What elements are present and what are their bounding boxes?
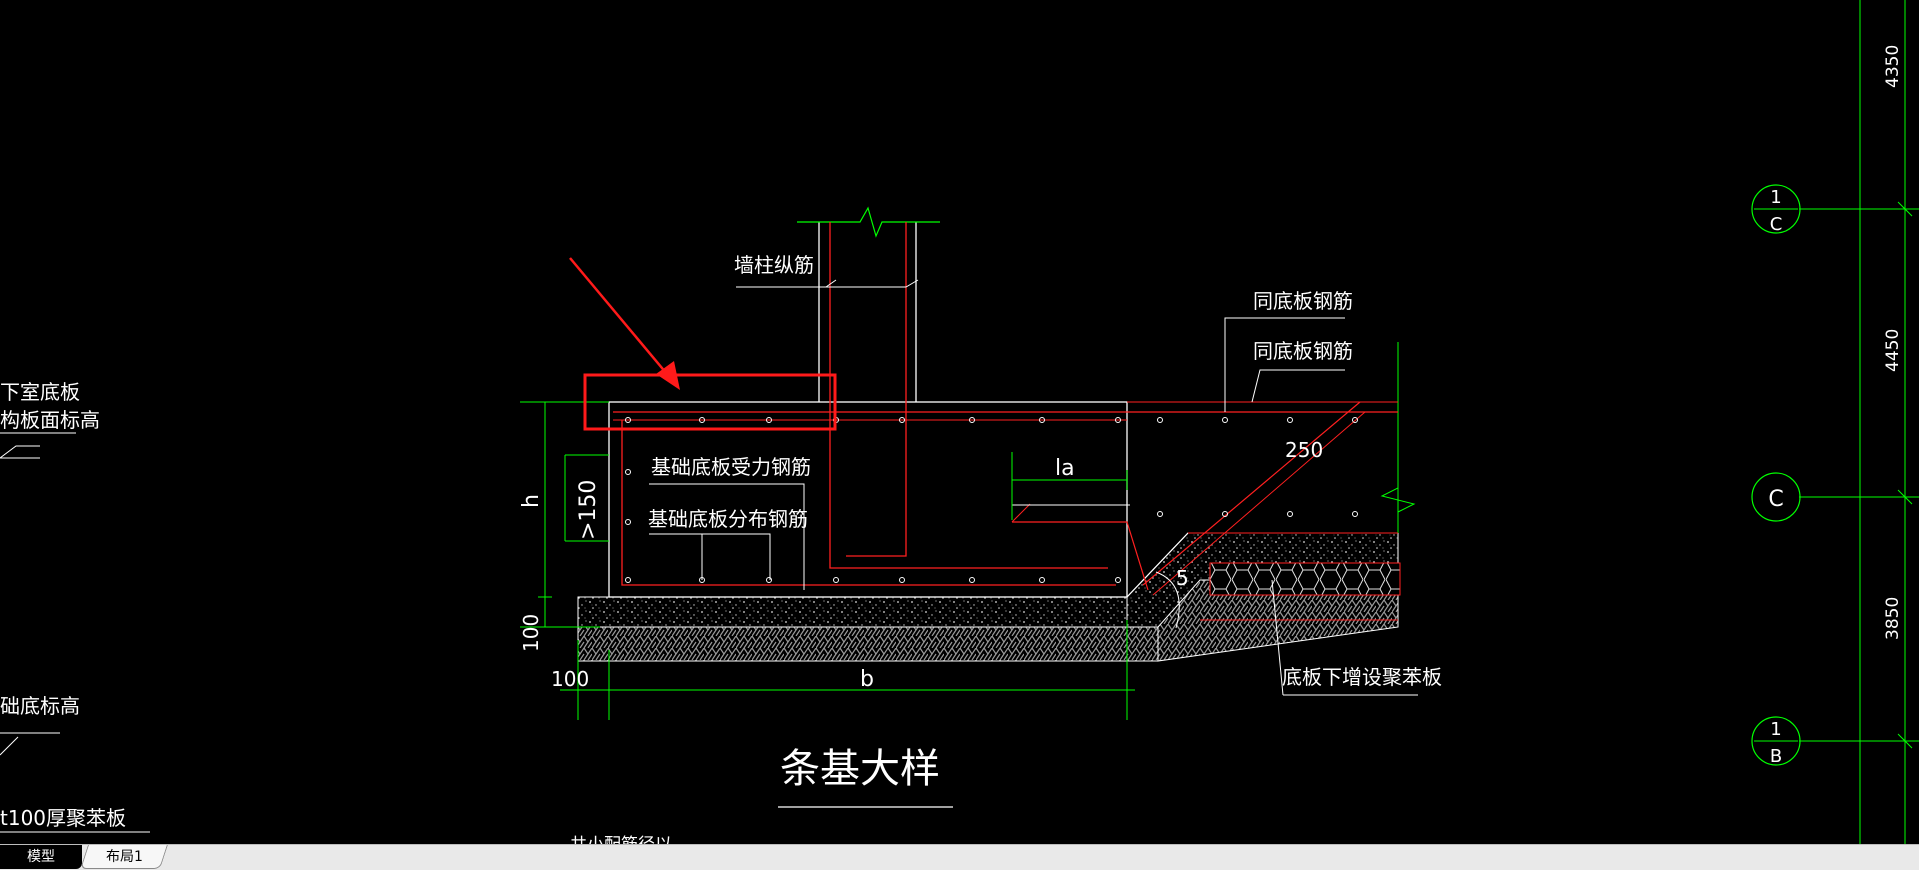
dim-250: 250 [1285,438,1323,462]
axis-dim-3850: 3850 [1883,597,1903,640]
bubble-1b-bottom: B [1770,746,1782,767]
tab-layout1-label: 布局1 [105,849,143,865]
dim-slope: 5 [1176,566,1189,590]
label-foam-board: 底板下增设聚苯板 [1282,665,1442,689]
axis-bubble-c [1751,472,1801,522]
label-same-as-bottom-rebar-2: 同底板钢筋 [1253,339,1353,363]
arrow-icon [569,257,680,390]
left-label-slab-elevation: 构板面标高 [0,408,100,432]
left-label-basement: 下室底板 [0,380,80,404]
axis-bubble-1c [1751,184,1801,234]
strip-foundation-detail [520,206,1418,720]
label-wall-column-rebar: 墙柱纵筋 [734,253,814,277]
bubble-1c-bottom: C [1770,214,1783,235]
bubble-c-label: C [1768,487,1783,512]
cad-drawing-canvas[interactable]: 1 C C 1 B 4350 4450 3850 下室底板 构板面标高 础底标高… [0,0,1919,844]
label-distribution-rebar: 基础底板分布钢筋 [648,507,808,531]
tab-model-label: 模型 [27,849,55,865]
dim-100-vertical: 100 [519,614,543,652]
axis-dim-4450: 4450 [1883,329,1903,372]
bubble-1b-top: 1 [1770,719,1781,740]
layout-tab-bar: 模型 布局1 [0,844,1919,870]
dim-b: b [860,667,874,692]
drawing-title: 条基大样 [780,746,940,792]
tab-layout1[interactable]: 布局1 [80,845,168,869]
dim-la: la [1055,456,1075,481]
axis-dim-4350: 4350 [1883,45,1903,88]
label-cut-text: 共小配筋径以 [570,835,672,844]
dim-100-horizontal: 100 [551,667,589,691]
dim-gt150: >150 [576,480,601,540]
highlight-box [583,373,837,431]
tab-model[interactable]: 模型 [0,845,82,869]
bubble-1c-top: 1 [1770,187,1781,208]
label-same-as-bottom-rebar-1: 同底板钢筋 [1253,289,1353,313]
axis-grid [1751,0,1919,844]
label-main-rebar: 基础底板受力钢筋 [651,455,811,479]
left-label-foundation-elevation: 础底标高 [0,694,80,718]
left-label-foam-board: t100厚聚苯板 [0,806,126,830]
dim-h: h [519,494,544,508]
axis-bubble-1b [1751,716,1801,766]
